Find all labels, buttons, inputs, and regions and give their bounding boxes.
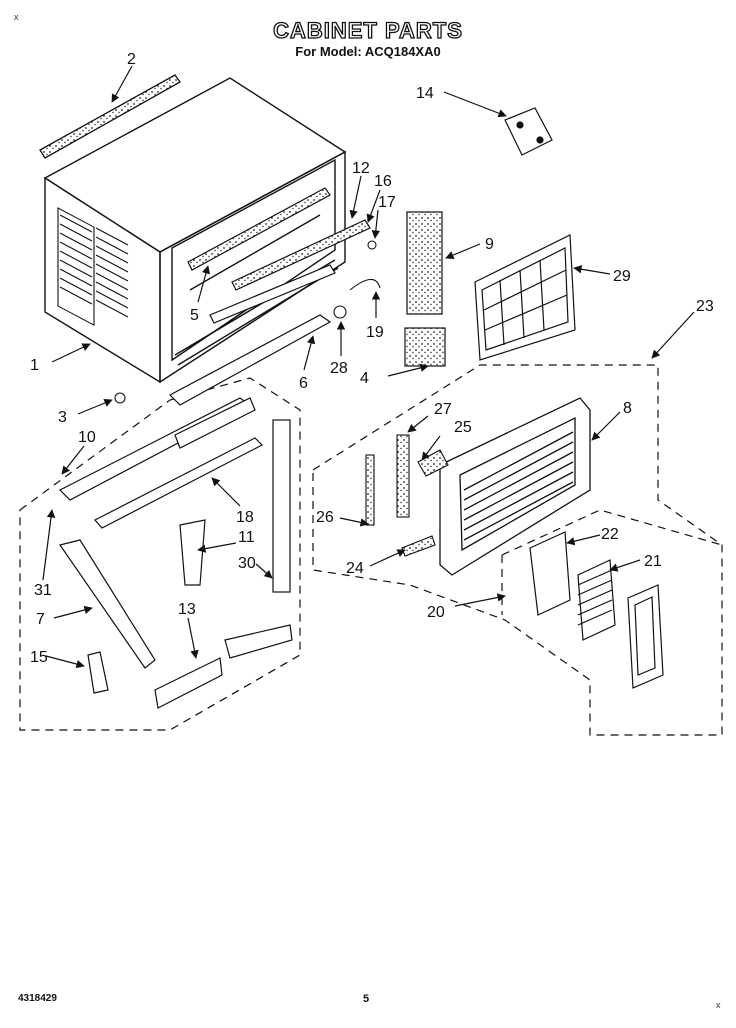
page-number: 5 — [363, 993, 370, 1005]
callout-22: 22 — [601, 526, 619, 543]
callout-7: 7 — [36, 611, 45, 628]
callout-13: 13 — [178, 601, 196, 618]
callout-6: 6 — [299, 375, 308, 392]
callout-9: 9 — [485, 236, 494, 253]
model-subtitle: For Model: ACQ184XA0 — [295, 44, 441, 59]
callout-29: 29 — [613, 268, 631, 285]
callout-27: 27 — [434, 401, 452, 418]
callout-23: 23 — [696, 298, 714, 315]
callout-26: 26 — [316, 509, 334, 526]
bracket-part-14 — [504, 107, 553, 156]
callout-1: 1 — [30, 357, 39, 374]
bottom-bracket-part-6 — [169, 314, 332, 406]
callout-4: 4 — [360, 370, 369, 387]
callout-16: 16 — [374, 173, 392, 190]
corner-mark-bottom-right: x — [716, 1000, 721, 1010]
callout-5: 5 — [190, 307, 199, 324]
leader-lines — [42, 65, 695, 669]
callout-30: 30 — [238, 555, 256, 572]
hardware-small-parts — [114, 240, 381, 404]
callout-20: 20 — [427, 604, 445, 621]
callout-15: 15 — [30, 649, 48, 666]
callout-12: 12 — [352, 160, 370, 177]
corner-mark-top-left: x — [14, 12, 19, 22]
front-grille-part-8 — [439, 397, 591, 576]
document-number: 4318429 — [18, 993, 57, 1004]
foam-part-9 — [404, 211, 446, 367]
top-rail-part-2 — [39, 74, 181, 159]
callout-8: 8 — [623, 400, 632, 417]
callout-19: 19 — [366, 324, 384, 341]
callout-18: 18 — [236, 509, 254, 526]
callout-14: 14 — [416, 85, 434, 102]
callout-24: 24 — [346, 560, 364, 577]
callout-labels: 1 2 3 4 5 6 7 8 9 10 11 12 13 14 15 16 1… — [30, 51, 714, 666]
callout-2: 2 — [127, 51, 136, 68]
callout-31: 31 — [34, 582, 52, 599]
callout-17: 17 — [378, 194, 396, 211]
louver-parts-21-22 — [529, 531, 664, 689]
callout-28: 28 — [330, 360, 348, 377]
page-title: CABINET PARTS — [272, 17, 463, 43]
callout-25: 25 — [454, 419, 472, 436]
small-foam-strips — [365, 434, 449, 557]
callout-10: 10 — [78, 429, 96, 446]
dashed-assembly-outlines — [19, 364, 723, 736]
callout-21: 21 — [644, 553, 662, 570]
callout-3: 3 — [58, 409, 67, 426]
side-panel-kit-parts — [58, 397, 293, 709]
callout-11: 11 — [238, 529, 255, 546]
inner-rails — [187, 187, 371, 324]
filter-grille-part-29 — [474, 234, 576, 361]
